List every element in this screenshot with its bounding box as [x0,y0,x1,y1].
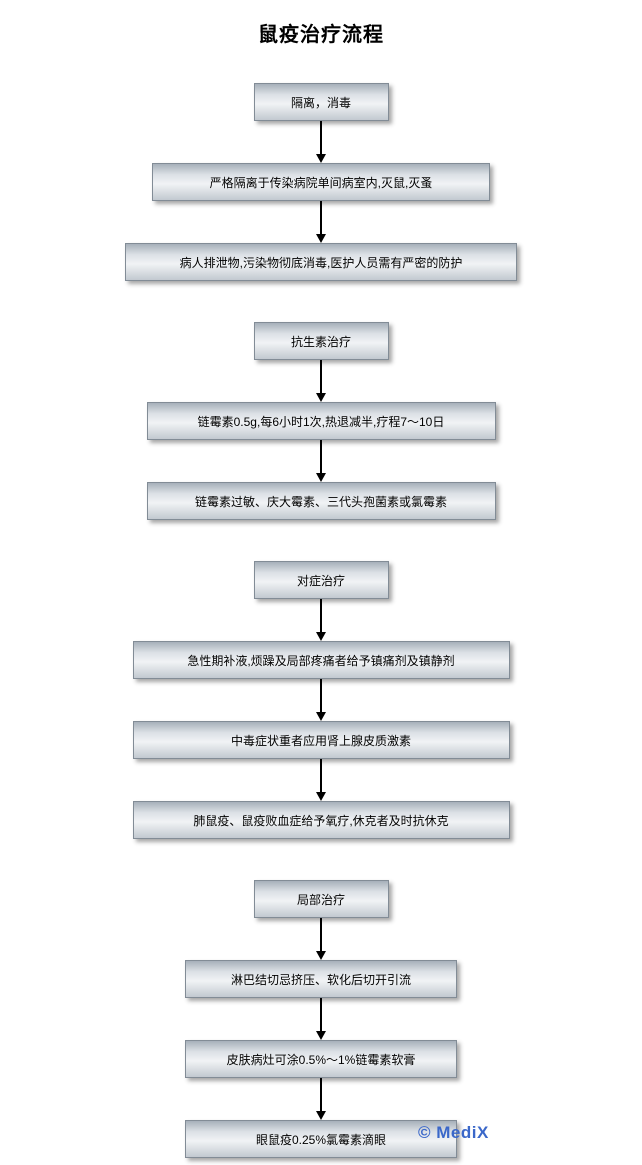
arrow-head [316,1111,326,1120]
arrow-shaft [320,759,322,792]
arrow-down-icon [316,121,326,163]
arrow-shaft [320,121,322,154]
flow-step-box: 急性期补液,烦躁及局部疼痛者给予镇痛剂及镇静剂 [132,641,510,679]
flow-header-box: 对症治疗 [253,561,389,599]
arrow-down-icon [316,759,326,801]
arrow-shaft [320,918,322,951]
section-isolation: 隔离，消毒 严格隔离于传染病院单间病室内,灭鼠,灭蚤 病人排泄物,污染物彻底消毒… [125,83,517,281]
arrow-down-icon [316,1078,326,1120]
arrow-shaft [320,679,322,712]
flow-step-box: 肺鼠疫、鼠疫败血症给予氧疗,休克者及时抗休克 [132,801,510,839]
watermark-logo: © MediX [418,1123,489,1142]
flow-step-box: 眼鼠疫0.25%氯霉素滴眼 [185,1120,457,1158]
flow-step-box: 链霉素过敏、庆大霉素、三代头孢菌素或氯霉素 [146,482,496,520]
flow-step-box: 淋巴结切忌挤压、软化后切开引流 [185,960,457,998]
arrow-shaft [320,1078,322,1111]
flow-step-box: 中毒症状重者应用肾上腺皮质激素 [132,721,510,759]
arrow-down-icon [316,360,326,402]
arrow-down-icon [316,440,326,482]
arrow-shaft [320,201,322,234]
arrow-shaft [320,599,322,632]
arrow-head [316,951,326,960]
flow-header-box: 抗生素治疗 [253,322,389,360]
flowchart-title: 鼠疫治疗流程 [258,24,384,46]
arrow-head [316,393,326,402]
arrow-down-icon [316,599,326,641]
arrow-down-icon [316,679,326,721]
arrow-shaft [320,440,322,473]
arrow-head [316,632,326,641]
arrow-down-icon [316,918,326,960]
flow-step-box: 严格隔离于传染病院单间病室内,灭鼠,灭蚤 [152,163,490,201]
section-antibiotic: 抗生素治疗 链霉素0.5g,每6小时1次,热退减半,疗程7～10日 链霉素过敏、… [146,322,496,520]
arrow-head [316,1031,326,1040]
flow-header-box: 隔离，消毒 [253,83,389,121]
flow-step-box: 链霉素0.5g,每6小时1次,热退减半,疗程7～10日 [146,402,496,440]
arrow-head [316,154,326,163]
flow-step-box: 皮肤病灶可涂0.5%～1%链霉素软膏 [185,1040,457,1078]
arrow-shaft [320,998,322,1031]
arrow-head [316,792,326,801]
section-symptomatic: 对症治疗 急性期补液,烦躁及局部疼痛者给予镇痛剂及镇静剂 中毒症状重者应用肾上腺… [132,561,510,839]
section-local: 局部治疗 淋巴结切忌挤压、软化后切开引流 皮肤病灶可涂0.5%～1%链霉素软膏 … [185,880,457,1158]
arrow-shaft [320,360,322,393]
arrow-head [316,473,326,482]
flow-step-box: 病人排泄物,污染物彻底消毒,医护人员需有严密的防护 [125,243,517,281]
arrow-head [316,234,326,243]
flow-header-box: 局部治疗 [253,880,389,918]
arrow-down-icon [316,201,326,243]
arrow-head [316,712,326,721]
arrow-down-icon [316,998,326,1040]
